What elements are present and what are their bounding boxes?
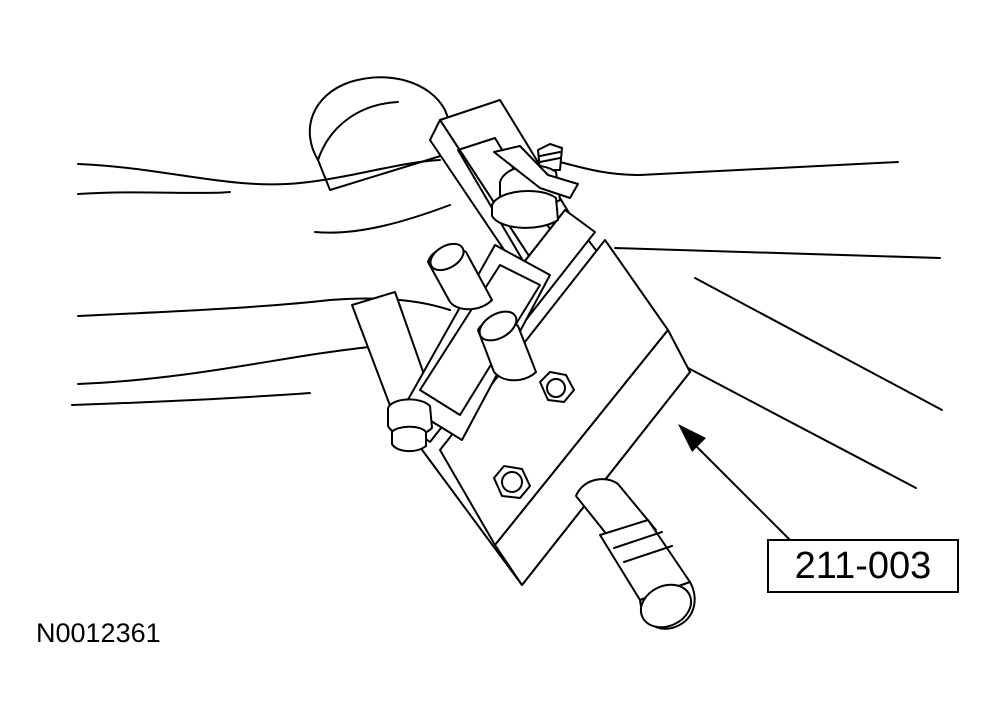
upper-arm	[78, 160, 898, 233]
tool-plunger-center	[475, 306, 536, 381]
figure-id-label: N0012361	[36, 618, 161, 648]
hub-drum	[310, 77, 460, 190]
top-clip	[494, 146, 578, 198]
tool-plunger-left	[426, 238, 492, 309]
tool-number-label: 211-003	[794, 544, 932, 587]
hex-nut-lower	[494, 466, 530, 498]
hex-nut-upper	[540, 372, 574, 402]
callout-leader-arrow	[678, 424, 790, 540]
forcing-screw	[576, 479, 698, 635]
tool-number-callout: 211-003	[767, 539, 959, 593]
bottom-stud	[388, 399, 432, 451]
